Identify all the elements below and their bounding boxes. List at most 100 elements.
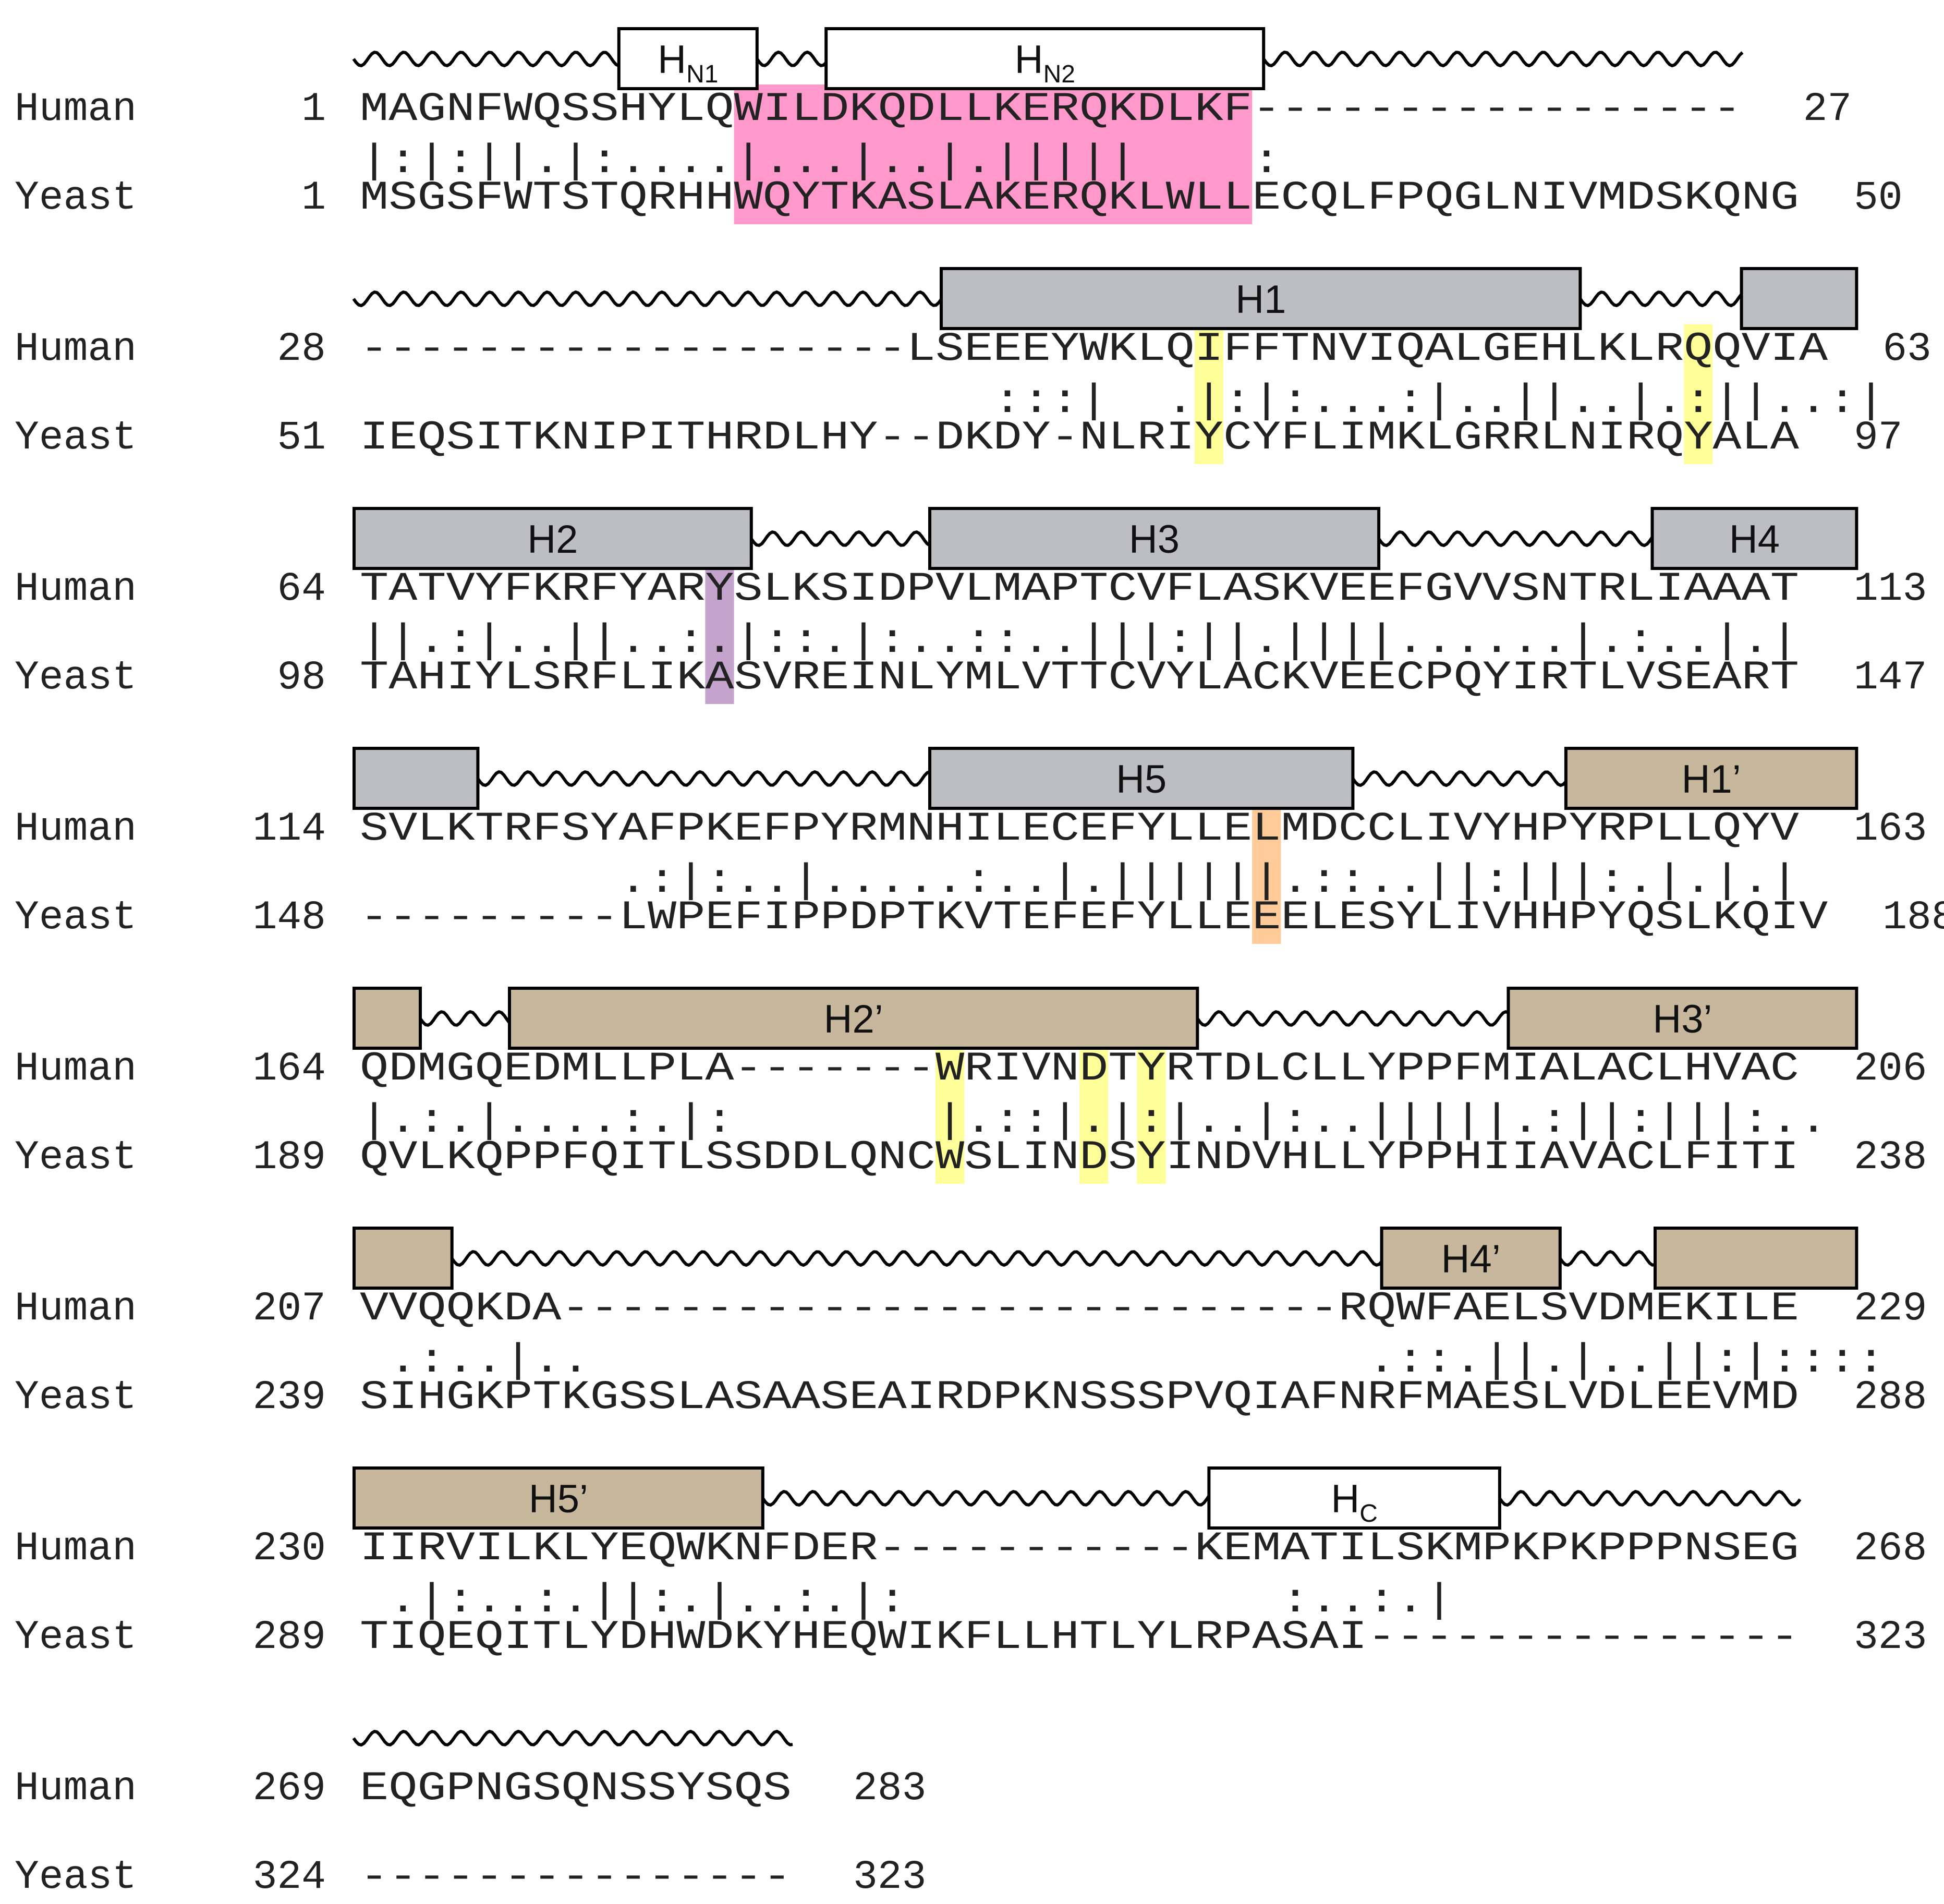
species-label-human: Human [15,806,137,852]
helix-box [1654,1227,1858,1290]
helix-box [1506,987,1858,1050]
match-line: :::| .|:|:...:|..||..|.:||..:| [360,379,1886,425]
yeast-end-position: 323 [853,1854,926,1900]
helix-label: H2 [527,517,578,562]
yeast-end-position: 97 [1854,415,1903,461]
helix-label-main: H [1331,1477,1359,1521]
helix-box [353,1227,454,1290]
helix-box [353,747,480,810]
species-label-yeast: Yeast [15,1615,137,1660]
helix-label-main: H5’ [529,1477,588,1521]
helix-box [353,1466,764,1530]
human-sequence: SVLKTRFSYAFPKEFPYRMNHILECEFYLLELMDCCLIVY… [360,806,1799,852]
human-start-position: 230 [253,1526,326,1572]
loop-coil [1498,1490,1802,1507]
yeast-sequence: QVLKQPPFQITLSSDDLQNCWSLINDSYINDVHLLYPPHI… [360,1135,1799,1181]
human-end-position: 27 [1803,87,1852,132]
human-end-position: 63 [1882,326,1931,372]
species-label-yeast: Yeast [15,1375,137,1421]
species-label-human: Human [15,1766,137,1812]
loop-coil [750,530,931,547]
loop-coil [352,1730,793,1747]
helix-label-main: H4’ [1441,1237,1501,1281]
human-end-position: 206 [1854,1046,1927,1092]
human-end-position: 229 [1854,1286,1927,1332]
human-sequence: -------------------LSEEEYWKLQIFFTNVIQALG… [360,326,1828,372]
match-line: |.:.|....:.|: |.::|.|:|..|:..|||||.:||:|… [360,1098,1828,1144]
helix-box [617,27,759,90]
helix-box [940,267,1582,330]
helix-label: HN2 [1015,38,1075,88]
yeast-sequence: IEQSITKNIPITHRDLHY--DKDY-NLRIYCYFLIMKLGR… [360,415,1799,461]
yeast-end-position: 323 [1854,1615,1927,1660]
species-label-yeast: Yeast [15,655,137,701]
helix-box [1380,1227,1562,1290]
match-line: .|:..:.||:.|..:.|: :..:.| [360,1578,1454,1624]
human-sequence: EQGPNGSQNSSYSQS [360,1766,792,1812]
residue-highlight [1194,324,1223,464]
residue-highlight [1252,804,1281,944]
yeast-start-position: 189 [253,1135,326,1181]
residue-highlight [1684,324,1713,464]
human-start-position: 64 [277,566,326,612]
residue-highlight [1137,1044,1166,1184]
human-sequence: MAGNFWQSSHYLQWILDKQDLLKERQKDLKF---------… [360,87,1742,132]
yeast-sequence: SIHGKPTKGSSLASAASEAIRDPKNSSSPVQIAFNRFMAE… [360,1375,1799,1421]
loop-coil [1262,51,1744,67]
loop-coil [352,290,943,307]
yeast-end-position: 288 [1854,1375,1927,1421]
human-start-position: 269 [253,1766,326,1812]
helix-label: HN1 [658,38,718,88]
loop-coil [1196,1010,1509,1027]
loop-coil [451,1250,1383,1267]
match-line: .:..|.. .::.||.|..||:|:::: [360,1338,1886,1384]
yeast-end-position: 188 [1882,895,1944,941]
species-label-yeast: Yeast [15,175,137,221]
yeast-sequence: --------------- [360,1854,792,1900]
match-line: |:|:||.|:....|...|..|.||||| : [360,139,1770,185]
residue-highlight [1079,1044,1109,1184]
helix-label-main: H1 [1235,277,1286,322]
loop-coil [1351,770,1568,787]
yeast-start-position: 324 [253,1854,326,1900]
loop-coil [761,1490,1210,1507]
helix-box [1207,1466,1501,1530]
human-start-position: 207 [253,1286,326,1332]
helix-box [824,27,1266,90]
helix-label-subscript: C [1359,1500,1378,1527]
loop-coil [1377,530,1654,547]
human-end-position: 163 [1854,806,1927,852]
human-end-position: 268 [1854,1526,1927,1572]
helix-label: H1 [1235,277,1286,322]
helix-box [1740,267,1858,330]
helix-label-main: H2’ [824,997,883,1041]
helix-label-main: H2 [527,517,578,562]
helix-label: H5’ [529,1477,588,1521]
helix-box [1564,747,1858,810]
human-start-position: 164 [253,1046,326,1092]
species-label-human: Human [15,1526,137,1572]
helix-label: H2’ [824,997,883,1041]
yeast-end-position: 50 [1854,175,1903,221]
helix-label-main: H [658,38,686,82]
yeast-sequence: ---------LWPEFIPPDPTKVTEFEFYLLEEELESYLIV… [360,895,1828,941]
species-label-yeast: Yeast [15,415,137,461]
helix-box [1650,507,1858,570]
helix-label: H4 [1729,517,1780,562]
human-start-position: 28 [277,326,326,372]
yeast-sequence: TAHIYLSRFLIKASVREINLYMLVTTCVYLACKVEECPQY… [360,655,1799,701]
yeast-start-position: 51 [277,415,326,461]
helix-box [508,987,1199,1050]
species-label-human: Human [15,87,137,132]
helix-box [353,507,753,570]
loop-coil [756,51,828,67]
species-label-human: Human [15,1046,137,1092]
yeast-sequence: MSGSFWTSTQRHHWQYTKASLAKERQKLWLLECQLFPQGL… [360,175,1799,221]
yeast-start-position: 98 [277,655,326,701]
species-label-human: Human [15,1286,137,1332]
human-sequence: QDMGQEDMLLPLA-------WRIVNDTYRTDLCLLYPPFM… [360,1046,1799,1092]
helix-label-main: H [1015,38,1043,82]
helix-label-main: H5 [1116,757,1167,802]
yeast-sequence: TIQEQITLYDHWDKYHEQWIKFLLHTLYLRPASAI-----… [360,1615,1799,1660]
yeast-end-position: 147 [1854,655,1927,701]
